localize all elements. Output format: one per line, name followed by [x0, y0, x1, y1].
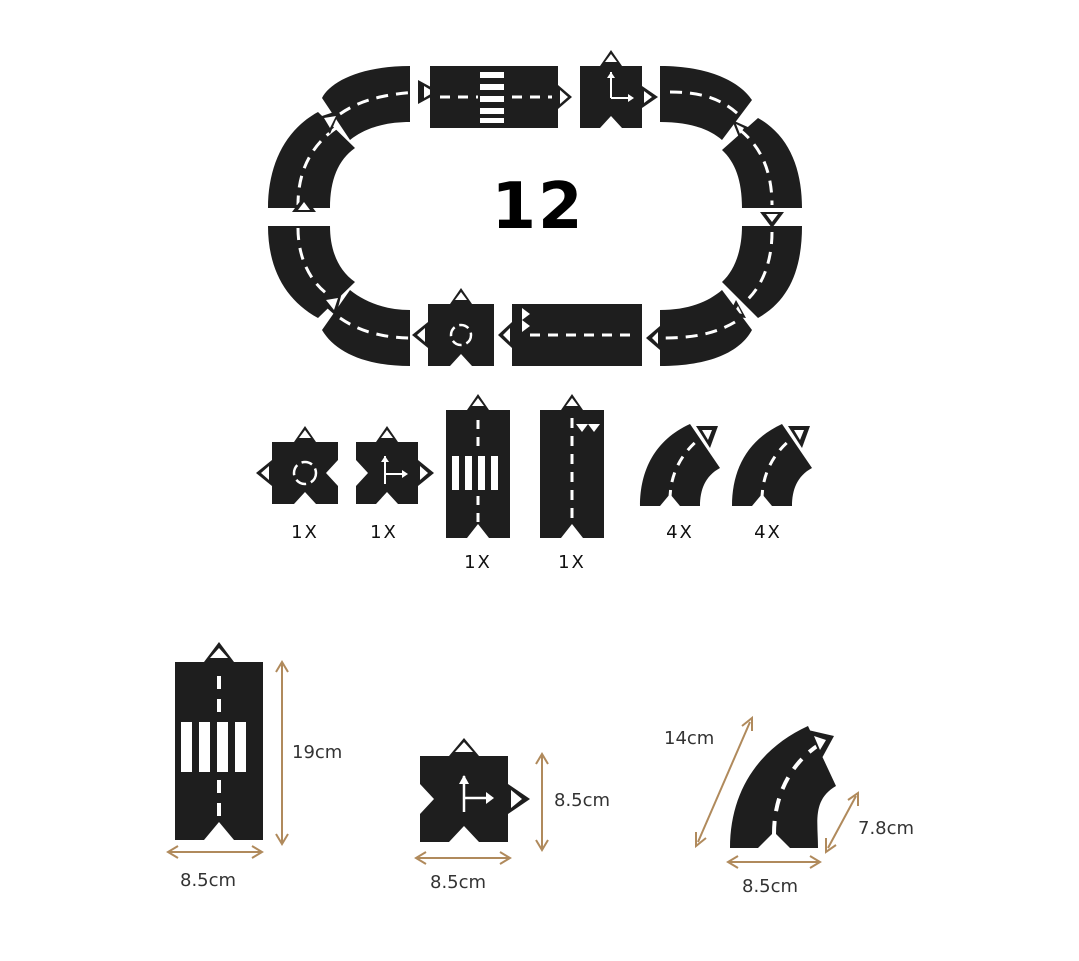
oval-track — [268, 50, 802, 366]
oval-curve-bottom-left — [318, 290, 413, 366]
oval-roundabout-piece — [412, 288, 494, 366]
square-height-label: 8.5cm — [554, 790, 611, 811]
piece-count: 12 — [491, 170, 585, 244]
quantity-crosswalk-straight: 1X — [464, 552, 492, 573]
straight-height-label: 19cm — [292, 742, 343, 763]
quantity-start-straight: 1X — [558, 552, 586, 573]
oval-curve-right-lower — [722, 226, 802, 318]
dimension-curve-piece — [730, 726, 836, 848]
dimension-curve-arrows — [695, 715, 859, 869]
straight-width-label: 8.5cm — [180, 870, 237, 891]
quantity-roundabout: 1X — [291, 522, 319, 543]
piece-t-junction — [356, 426, 434, 504]
oval-curve-left-lower — [268, 196, 355, 318]
quantity-curve-left: 4X — [666, 522, 694, 543]
dimension-straight-arrows — [166, 660, 289, 859]
piece-start-straight — [540, 394, 604, 538]
piece-roundabout — [256, 426, 338, 504]
dimension-square-arrows — [414, 752, 549, 865]
piece-curve-left — [640, 424, 720, 506]
curve-width-label: 8.5cm — [742, 876, 799, 897]
oval-crosswalk-piece — [430, 66, 572, 128]
dimension-square-piece — [420, 738, 530, 842]
curve-outer-label: 14cm — [664, 728, 715, 749]
oval-curve-top-left — [322, 66, 440, 140]
curve-inner-label: 7.8cm — [858, 818, 915, 839]
quantity-t-junction: 1X — [370, 522, 398, 543]
quantity-curve-right: 4X — [754, 522, 782, 543]
oval-curve-right-upper — [722, 118, 802, 228]
oval-curve-bottom-right — [646, 290, 752, 366]
oval-curve-left-upper — [268, 110, 355, 208]
dimension-straight-piece — [175, 642, 263, 840]
square-width-label: 8.5cm — [430, 872, 487, 893]
oval-t-junction-piece — [580, 50, 658, 128]
piece-crosswalk-straight — [446, 394, 510, 538]
oval-curve-top-right — [660, 66, 752, 140]
piece-curve-right — [732, 424, 812, 506]
oval-start-piece — [498, 304, 642, 366]
